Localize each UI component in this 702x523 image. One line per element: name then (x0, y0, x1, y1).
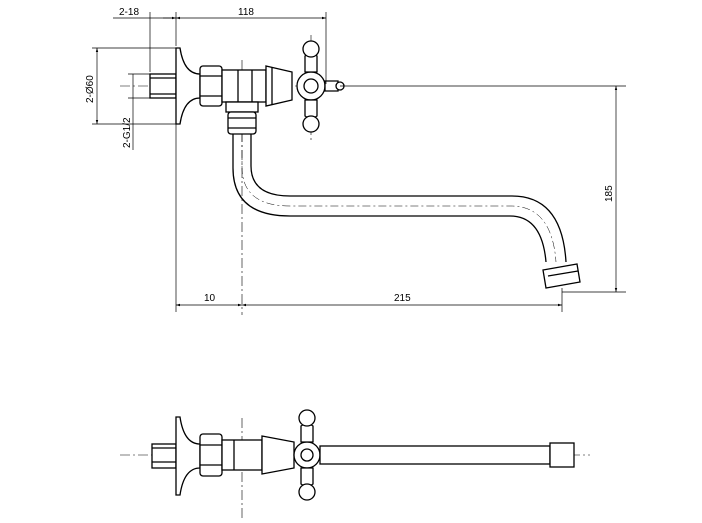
dim-thread-label: 2-G1/2 (122, 117, 133, 148)
top-cross-handle-center (300, 448, 314, 462)
top-view (120, 409, 590, 520)
top-cross-handle-knob-bottom (298, 483, 316, 501)
spout-swivel-nut (227, 111, 257, 135)
dim-body-length-label: 118 (238, 7, 254, 18)
top-valve-bonnet (261, 435, 295, 475)
spout-centerline (241, 134, 557, 263)
cross-handle-knob-top (302, 40, 320, 58)
aerator (542, 263, 581, 289)
valve-body (221, 69, 267, 103)
top-cross-handle-arm-top (300, 423, 314, 443)
top-aerator (549, 442, 575, 468)
spout-inner-wall (250, 134, 567, 263)
dim-flange-thickness-label: 2-18 (119, 7, 139, 18)
hex-nut (199, 65, 223, 107)
top-hex-nut (199, 433, 223, 477)
dim-spout-reach-label: 215 (394, 293, 411, 304)
dim-spout-height-label: 185 (604, 185, 615, 202)
top-cross-handle-arm-bottom (300, 467, 314, 487)
cross-handle-center (303, 78, 319, 94)
top-escutcheon-flange (175, 416, 201, 496)
dim-wall-offset-label: 10 (204, 293, 216, 304)
top-valve-body (221, 439, 263, 471)
spout-collar (225, 101, 259, 113)
top-spout-tube (319, 445, 551, 465)
dim-flange-diameter-label: 2-Ø60 (85, 75, 96, 103)
cross-handle-arm-side (324, 80, 339, 92)
top-cross-handle-knob-top (298, 409, 316, 427)
valve-bonnet (265, 65, 293, 107)
aerator-ring (547, 270, 579, 277)
front-view: 2-18 118 2-Ø60 2-G1/2 185 10 215 (85, 7, 626, 315)
spout-outer-wall (232, 134, 547, 263)
cross-handle-arm-bottom (304, 99, 318, 119)
escutcheon-flange (175, 47, 201, 125)
cross-handle-knob-bottom (302, 115, 320, 133)
